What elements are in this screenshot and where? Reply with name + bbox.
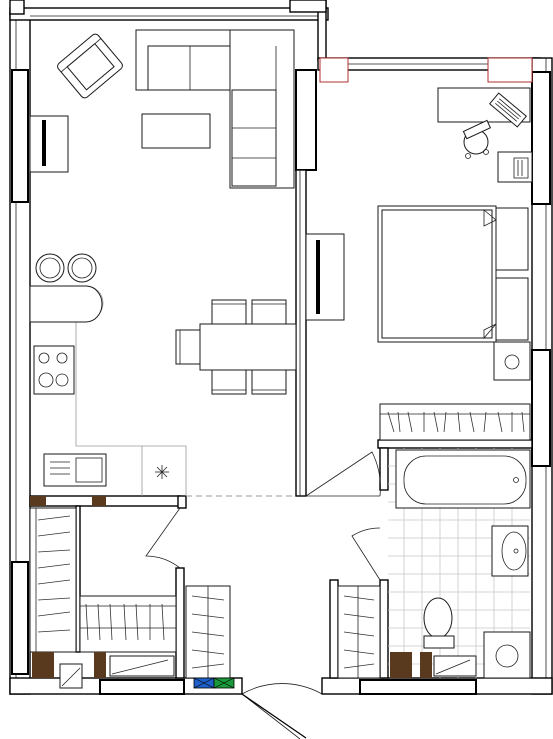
corner-sofa	[135, 29, 295, 189]
dining-set	[175, 299, 297, 395]
hall-wardrobes	[29, 496, 477, 689]
laptop	[489, 92, 527, 128]
living-room	[29, 29, 297, 395]
double-bed	[377, 205, 497, 343]
utility-meters	[193, 677, 235, 689]
coffee-table	[141, 113, 211, 149]
doors	[145, 451, 381, 739]
shoe-cabinets	[30, 496, 477, 689]
cooktop-icon	[33, 345, 75, 395]
wall-tv	[305, 233, 345, 321]
bar-stools	[35, 253, 97, 283]
plant	[493, 341, 531, 381]
toilet-icon	[423, 597, 455, 649]
laundry-machine	[497, 151, 533, 183]
entrance-door	[241, 693, 307, 739]
dining-table	[199, 323, 297, 371]
nightstand	[495, 207, 529, 271]
armchair	[57, 33, 123, 99]
snowflake-icon	[155, 465, 169, 479]
nightstand	[495, 277, 529, 341]
bedroom-wardrobe	[379, 403, 531, 441]
tv-stand	[29, 115, 69, 173]
washbasin	[491, 525, 529, 577]
kitchen	[29, 285, 187, 496]
shower-tray	[483, 631, 531, 679]
windows	[9, 0, 551, 695]
sink-icon	[43, 453, 107, 487]
office-chair	[462, 119, 492, 159]
bedroom	[305, 87, 533, 381]
bathtub-icon	[395, 449, 531, 509]
bathroom	[388, 448, 531, 679]
